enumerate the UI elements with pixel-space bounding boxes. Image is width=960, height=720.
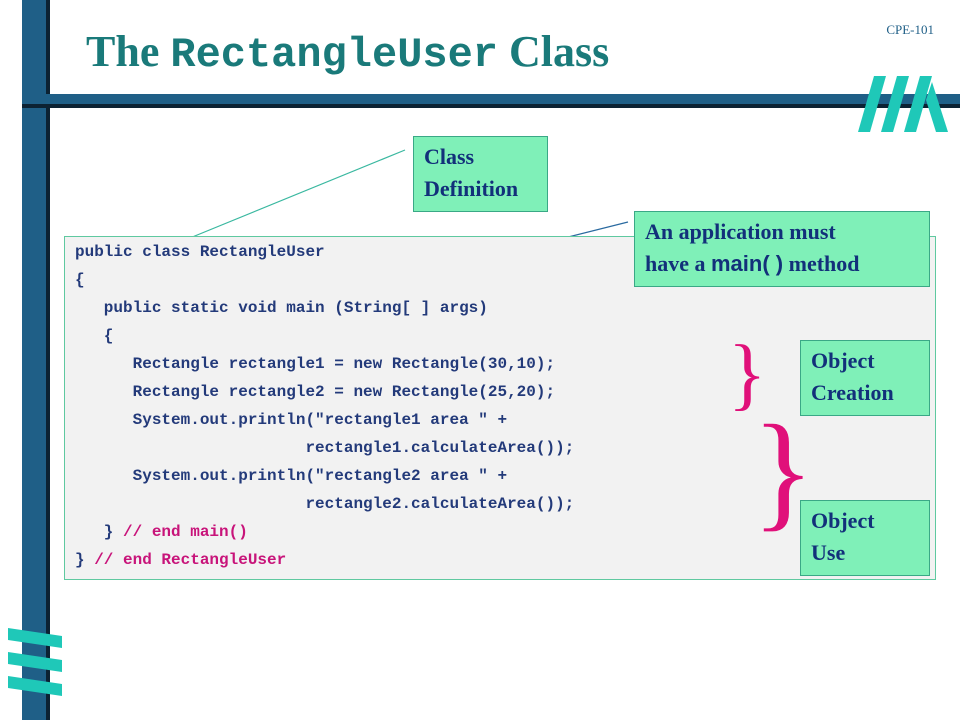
code-line: { <box>75 327 114 345</box>
title-suffix: Class <box>509 27 610 76</box>
top-right-stripes-logo <box>858 76 948 132</box>
code-line: public class RectangleUser <box>75 243 325 261</box>
callout-line: An application must <box>645 219 836 244</box>
callout-line: Definition <box>424 176 519 201</box>
course-code: CPE-101 <box>886 22 934 37</box>
class-definition-callout: Class Definition <box>413 136 548 212</box>
callout-line: Object <box>811 508 875 533</box>
code-line: rectangle2.calculateArea()); <box>75 495 575 513</box>
code-listing-box <box>64 236 936 580</box>
callout-code: main( ) <box>711 251 784 276</box>
callout-line: Class <box>424 144 475 169</box>
code-line-end-main: } // end main() <box>75 524 248 540</box>
code-line: System.out.println("rectangle2 area " + <box>75 467 508 485</box>
code-text: } <box>75 523 124 541</box>
title-class-name: RectangleUser <box>170 31 499 79</box>
code-line: { <box>75 271 85 289</box>
callout-text: have a <box>645 251 706 276</box>
code-line: System.out.println("rectangle1 area " + <box>75 411 508 429</box>
code-line: rectangle1.calculateArea()); <box>75 439 575 457</box>
class-definition-leader <box>184 149 406 241</box>
top-frame-bar <box>22 94 960 104</box>
main-method-callout: An application must have a main( ) metho… <box>634 211 930 287</box>
code-line: Rectangle rectangle1 = new Rectangle(30,… <box>75 355 556 373</box>
object-creation-callout: Object Creation <box>800 340 930 416</box>
callout-line: have a main( ) method <box>645 248 921 280</box>
code-comment: // end RectangleUser <box>94 551 287 569</box>
callout-line: Creation <box>811 380 894 405</box>
code-comment: // end main() <box>123 523 248 541</box>
callout-line: Object <box>811 348 875 373</box>
object-use-callout: Object Use <box>800 500 930 576</box>
code-line: public static void main (String[ ] args) <box>75 299 488 317</box>
callout-line: Use <box>811 540 846 565</box>
slide-title: The RectangleUser Class <box>86 26 609 79</box>
code-line: Rectangle rectangle2 = new Rectangle(25,… <box>75 383 556 401</box>
title-prefix: The <box>86 27 160 76</box>
code-text: } <box>75 551 95 569</box>
callout-text: method <box>788 251 860 276</box>
bottom-left-stripes-logo <box>8 628 62 696</box>
left-frame-bar <box>22 0 46 720</box>
code-line-end-class: } // end RectangleUser <box>75 552 286 568</box>
creation-brace: } <box>728 330 767 418</box>
